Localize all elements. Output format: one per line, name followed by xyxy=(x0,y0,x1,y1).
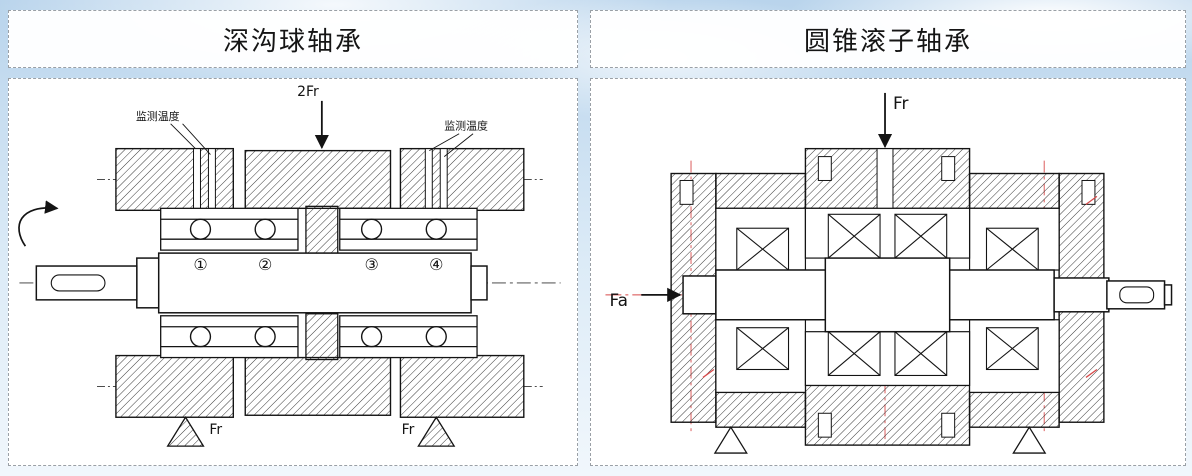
bearing1-label: ① xyxy=(193,255,207,274)
bearing2-label: ② xyxy=(258,255,272,274)
rotation-arrow xyxy=(18,200,59,247)
left-panel: 深沟球轴承 xyxy=(8,10,578,466)
deep-groove-bearing-drawing: ① ② ③ ④ 2Fr 监测温度 监测温度 xyxy=(18,84,561,447)
radial-load-label: 2Fr xyxy=(297,84,319,100)
loading-sleeve xyxy=(305,205,339,361)
bearing-numbers: ① ② ③ ④ xyxy=(193,255,443,274)
left-diagram-box: ① ② ③ ④ 2Fr 监测温度 监测温度 xyxy=(8,78,578,466)
right-panel: 圆锥滚子轴承 xyxy=(590,10,1186,466)
bearing-balls xyxy=(189,218,447,348)
left-title-box: 深沟球轴承 xyxy=(8,10,578,68)
temp-label-right: 监测温度 xyxy=(444,119,488,133)
right-diagram-box: Fr Fa xyxy=(590,78,1186,466)
reaction-right-label: Fr xyxy=(402,422,415,438)
right-title-box: 圆锥滚子轴承 xyxy=(590,10,1186,68)
temp-label-left: 监测温度 xyxy=(136,109,180,123)
load-arrows: Fr Fa xyxy=(609,93,908,310)
red-ticks xyxy=(702,195,1098,378)
supports xyxy=(166,416,456,447)
tapered-roller-bearing-drawing: Fr Fa xyxy=(605,93,1173,454)
supports xyxy=(713,425,1047,454)
left-panel-title: 深沟球轴承 xyxy=(222,26,363,57)
axial-load-label: Fa xyxy=(609,290,628,310)
bearing3-label: ③ xyxy=(364,255,378,274)
right-panel-title: 圆锥滚子轴承 xyxy=(803,26,972,57)
shaft xyxy=(682,257,1173,333)
bearing4-label: ④ xyxy=(429,255,443,274)
temperature-labels: 监测温度 监测温度 xyxy=(136,109,488,157)
radial-load-arrow: 2Fr xyxy=(297,84,330,150)
bearing-carriers xyxy=(160,207,478,359)
radial-load-label: Fr xyxy=(893,93,908,113)
reaction-left-label: Fr xyxy=(209,422,222,438)
shaft xyxy=(35,252,488,314)
tapered-rollers xyxy=(736,213,1039,377)
